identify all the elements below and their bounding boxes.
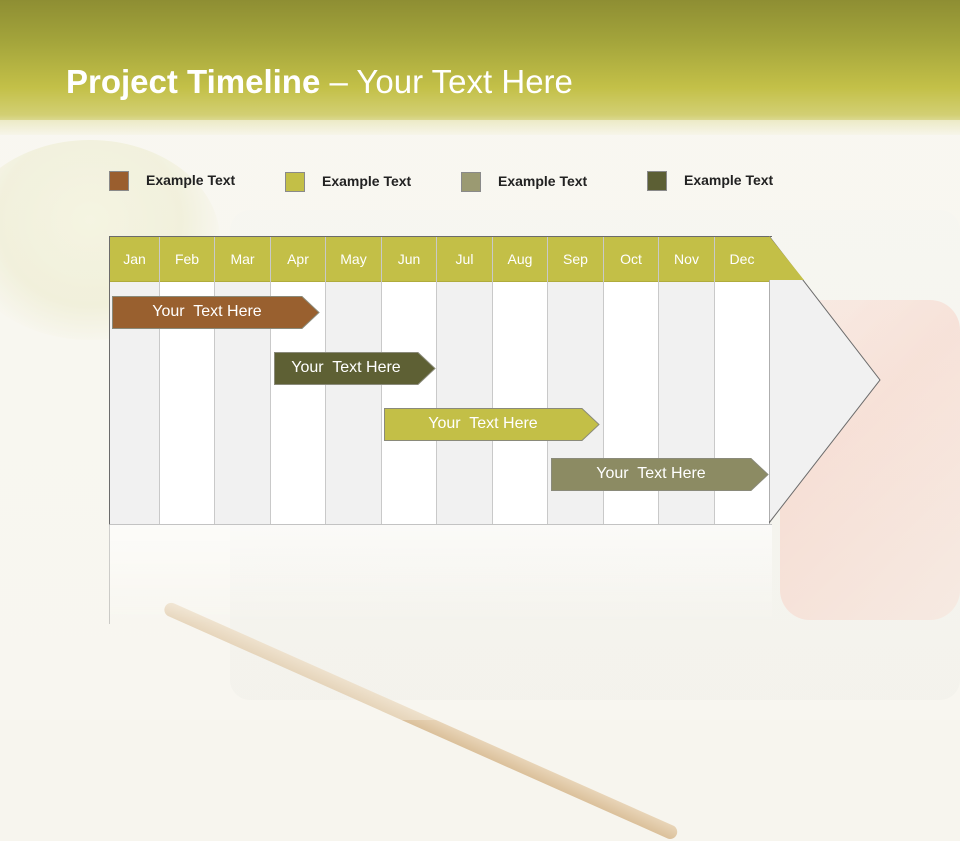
- month-header: Oct: [604, 237, 658, 282]
- month-header: Dec: [715, 237, 769, 282]
- legend-label: Example Text: [684, 172, 774, 188]
- month-header: Sep: [548, 237, 603, 282]
- month-header: May: [326, 237, 381, 282]
- month-column-jan: Jan: [110, 237, 160, 524]
- slide-title-rest: – Your Text Here: [320, 63, 573, 100]
- task-label: Your Text Here: [596, 465, 706, 482]
- legend-label: Example Text: [146, 172, 236, 188]
- month-column-feb: Feb: [160, 237, 215, 524]
- task-arrow-fill: [551, 458, 769, 491]
- task-arrow-fill: [112, 296, 320, 329]
- month-header: Apr: [271, 237, 325, 282]
- task-arrow[interactable]: Your Text Here: [112, 296, 320, 329]
- timeline-arrow-body: [769, 236, 881, 524]
- legend-swatch: [461, 172, 481, 192]
- month-header: Jun: [382, 237, 436, 282]
- month-header: Mar: [215, 237, 270, 282]
- legend-swatch: [109, 171, 129, 191]
- month-header: Jan: [110, 237, 159, 282]
- task-label: Your Text Here: [152, 303, 262, 320]
- legend-swatch: [285, 172, 305, 192]
- timeline-reflection: [109, 524, 772, 624]
- task-label: Your Text Here: [428, 415, 538, 432]
- task-arrow[interactable]: Your Text Here: [551, 458, 769, 491]
- task-arrow-shape: [384, 408, 600, 441]
- timeline-arrow-header-tip: [769, 236, 804, 280]
- month-header: Jul: [437, 237, 492, 282]
- month-header: Aug: [493, 237, 547, 282]
- task-label: Your Text Here: [291, 359, 401, 376]
- month-column-aug: Aug: [493, 237, 548, 524]
- legend-label: Example Text: [498, 173, 588, 189]
- task-arrow[interactable]: Your Text Here: [274, 352, 436, 385]
- task-arrow-shape: [112, 296, 320, 329]
- slide-title: Project Timeline – Your Text Here: [66, 60, 573, 104]
- task-arrow-shape: [551, 458, 769, 491]
- slide-title-bold: Project Timeline: [66, 63, 321, 100]
- task-arrow-fill: [274, 352, 436, 385]
- month-header: Nov: [659, 237, 714, 282]
- slide-header-band: [0, 0, 960, 135]
- task-arrow-fill: [384, 408, 600, 441]
- timeline-arrow-head: [769, 236, 881, 524]
- task-arrow-shape: [274, 352, 436, 385]
- month-header: Feb: [160, 237, 214, 282]
- legend-swatch: [647, 171, 667, 191]
- task-arrow[interactable]: Your Text Here: [384, 408, 600, 441]
- month-column-jul: Jul: [437, 237, 493, 524]
- month-column-mar: Mar: [215, 237, 271, 524]
- legend-label: Example Text: [322, 173, 412, 189]
